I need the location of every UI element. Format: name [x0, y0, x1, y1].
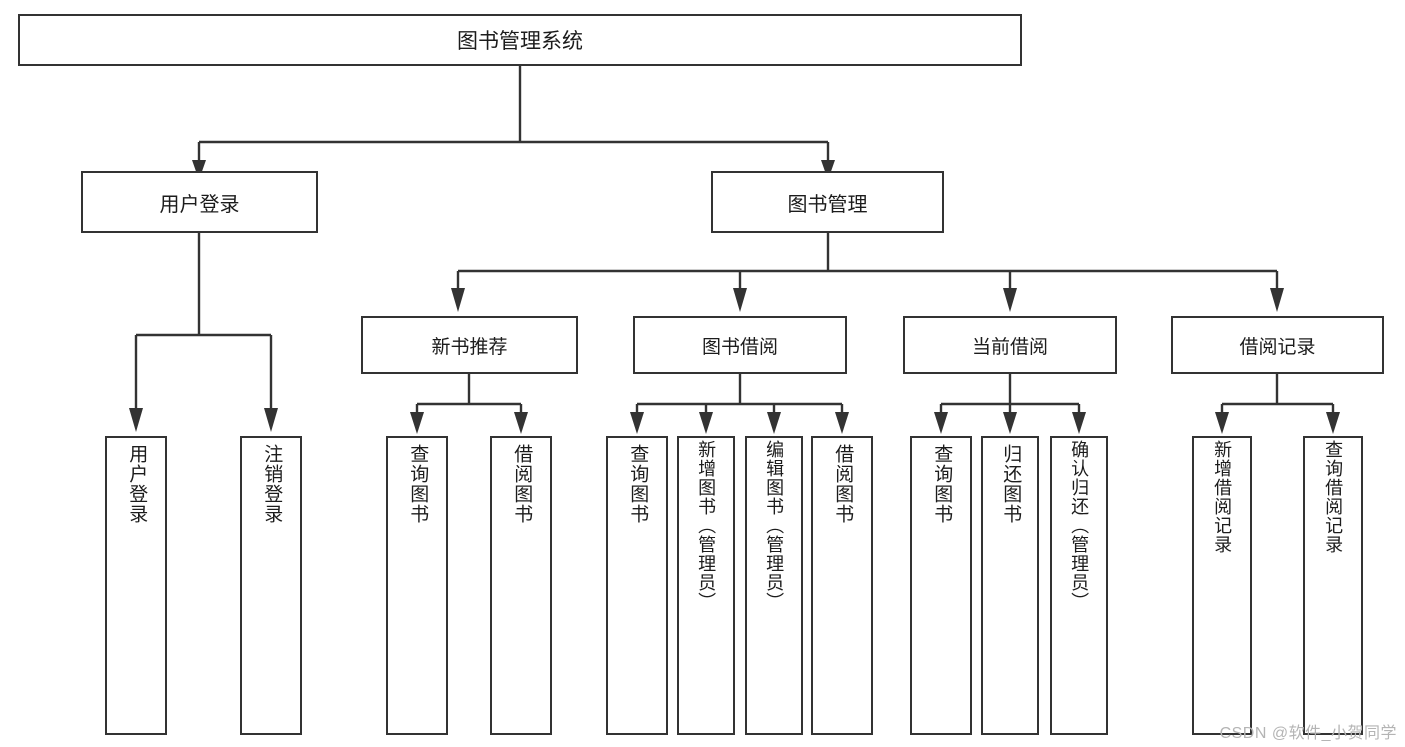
leaf-label: 归还图书 [1000, 444, 1022, 524]
leaf-borrow-record-add[interactable]: 新增借阅记录 [1192, 436, 1252, 735]
leaf-current-borrow-query[interactable]: 查询图书 [910, 436, 972, 735]
node-user-login[interactable]: 用户登录 [81, 171, 318, 233]
leaf-new-book-borrow[interactable]: 借阅图书 [490, 436, 552, 735]
leaf-label: 借阅图书 [511, 444, 533, 524]
leaf-current-borrow-return[interactable]: 归还图书 [981, 436, 1039, 735]
leaf-book-borrow-borrow[interactable]: 借阅图书 [811, 436, 873, 735]
node-label: 用户登录 [159, 193, 240, 216]
leaf-label: 新增图书（管理员） [696, 440, 717, 611]
leaf-label: 新增借阅记录 [1212, 440, 1233, 554]
leaf-current-borrow-confirm-return[interactable]: 确认归还（管理员） [1050, 436, 1108, 735]
node-label: 图书借阅 [701, 336, 778, 358]
leaf-user-login-login[interactable]: 用户登录 [105, 436, 167, 735]
node-new-book-recommend[interactable]: 新书推荐 [361, 316, 578, 374]
node-root-system[interactable]: 图书管理系统 [18, 14, 1022, 66]
node-label: 图书管理 [787, 193, 868, 216]
csdn-watermark: CSDN @软件_小贺同学 [1219, 725, 1397, 742]
node-current-borrow[interactable]: 当前借阅 [903, 316, 1117, 374]
leaf-user-login-logout[interactable]: 注销登录 [240, 436, 302, 735]
leaf-label: 用户登录 [126, 444, 148, 524]
leaf-label: 确认归还（管理员） [1069, 440, 1090, 611]
leaf-book-borrow-edit[interactable]: 编辑图书（管理员） [745, 436, 803, 735]
node-book-management[interactable]: 图书管理 [711, 171, 944, 233]
node-label: 图书管理系统 [457, 30, 583, 53]
leaf-borrow-record-query[interactable]: 查询借阅记录 [1303, 436, 1363, 735]
leaf-label: 查询图书 [407, 444, 429, 524]
leaf-new-book-query[interactable]: 查询图书 [386, 436, 448, 735]
node-label: 新书推荐 [431, 336, 508, 358]
leaf-label: 编辑图书（管理员） [764, 440, 785, 611]
leaf-label: 查询图书 [627, 444, 649, 524]
node-book-borrow[interactable]: 图书借阅 [633, 316, 847, 374]
node-borrow-record[interactable]: 借阅记录 [1171, 316, 1384, 374]
leaf-label: 查询借阅记录 [1323, 440, 1344, 554]
leaf-book-borrow-query[interactable]: 查询图书 [606, 436, 668, 735]
node-label: 当前借阅 [971, 336, 1048, 358]
leaf-label: 借阅图书 [832, 444, 854, 524]
leaf-book-borrow-add[interactable]: 新增图书（管理员） [677, 436, 735, 735]
node-label: 借阅记录 [1239, 336, 1316, 358]
leaf-label: 注销登录 [261, 444, 283, 524]
leaf-label: 查询图书 [931, 444, 953, 524]
